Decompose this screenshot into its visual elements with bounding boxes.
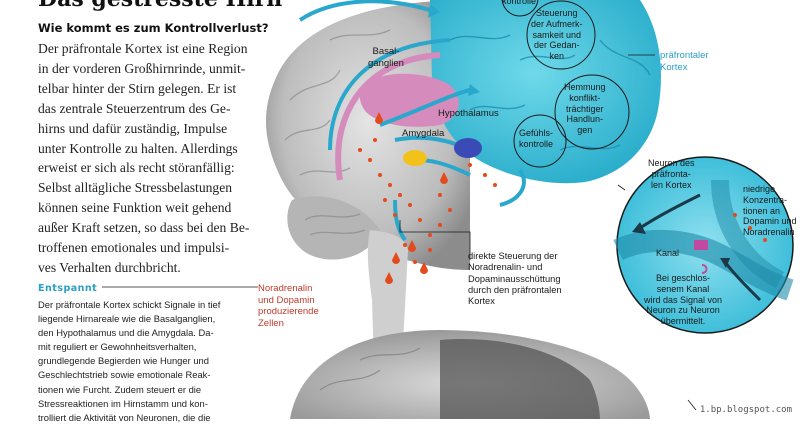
amygdala-shape bbox=[403, 150, 427, 166]
label-hypothalamus: Hypothalamus bbox=[438, 108, 499, 119]
label-kanal: Kanal bbox=[656, 248, 680, 258]
cerebellum bbox=[287, 196, 380, 260]
body-line: troffenen emotionales und impulsi- bbox=[38, 240, 230, 256]
watermark: 1.bp.blogspot.com bbox=[699, 405, 792, 415]
section-line: mit reguliert er Gewohnheitsverhalten, bbox=[38, 341, 197, 353]
body-line: ves Verhalten durchbricht. bbox=[38, 259, 181, 275]
label-praefrontaler-kortex: präfrontaler Kortex bbox=[660, 50, 709, 73]
section-line: Geschlechtstrieb sowie emotionale Reak- bbox=[38, 369, 211, 381]
body-line: außer Kraft setzen, so dass bei den Be- bbox=[38, 220, 250, 236]
label-noradrenalin-zellen: Noradrenalin und Dopamin produzierende Z… bbox=[258, 283, 319, 329]
body-line: Selbst alltägliche Stressbelastungen bbox=[38, 180, 233, 196]
label-hemmung: Hemmung konflikt- trächtiger Handlun- ge… bbox=[564, 82, 606, 136]
body-line: unter Kontrolle zu halten. Allerdings bbox=[38, 140, 238, 156]
section-line: Der präfrontale Kortex schickt Signale i… bbox=[38, 299, 221, 310]
circle-kontrolle-top bbox=[501, 0, 539, 17]
article-title: Das gestresste Hirn bbox=[38, 0, 282, 12]
body-line: können seine Funktion weit gehend bbox=[38, 200, 232, 216]
question-heading: Wie kommt es zum Kontrollverlust? bbox=[38, 21, 269, 35]
circle-hemmung bbox=[554, 74, 630, 150]
body-line: in der vorderen Großhirnrinde, unmit- bbox=[38, 60, 246, 76]
label-kontrolle-top: kontrolle bbox=[502, 0, 537, 6]
section-paragraph: Der präfrontale Kortex schickt Signale i… bbox=[38, 298, 263, 425]
section-line: liegende Hirnareale wie die Basalganglie… bbox=[38, 313, 216, 325]
section-line: grundlegende Begierden wie Hunger und bbox=[38, 355, 209, 367]
label-neuron: Neuron des präfronta- len Kortex bbox=[648, 158, 695, 190]
label-basalganglien: Basal- ganglien bbox=[368, 46, 404, 69]
section-line: Stressreaktionen im Hirnstamm und kon- bbox=[38, 397, 208, 409]
circle-gefuehl bbox=[513, 114, 567, 168]
section-line: trolliert die Aktivität von Neuronen, di… bbox=[38, 411, 211, 423]
circle-steuerung bbox=[526, 0, 596, 70]
label-direkte-steuerung: direkte Steuerung der Noradrenalin- und … bbox=[468, 251, 562, 307]
basal-ganglia-shape bbox=[359, 73, 459, 127]
body-line: erweist er sich als recht störanfällig: bbox=[38, 160, 235, 176]
label-geschlossener-kanal: Bei geschlos- senem Kanal wird das Signa… bbox=[644, 273, 723, 327]
neurotransmitter-dots bbox=[358, 138, 497, 264]
intro-paragraph: Der präfrontale Kortex ist eine Region i… bbox=[38, 39, 270, 278]
label-amygdala: Amygdala bbox=[402, 128, 445, 139]
section-heading: Entspannt bbox=[38, 283, 98, 294]
prefrontal-cortex-shape bbox=[430, 0, 661, 184]
body-line: das zentrale Steuerzentrum des Ge- bbox=[38, 100, 231, 116]
label-niedrige-konzentrationen: niedrige Konzentra- tionen an Dopamin un… bbox=[743, 184, 797, 238]
pink-arc bbox=[335, 52, 441, 181]
hypothalamus-shape bbox=[454, 138, 482, 158]
section-line: tionen wie Furcht. Zudem steuert er die bbox=[38, 383, 202, 395]
label-gefuehlskontrolle: Gefühls- kontrolle bbox=[519, 128, 554, 149]
body-line: telbar hinter der Stirn gelegen. Er ist bbox=[38, 80, 237, 96]
body-line: Der präfrontale Kortex ist eine Region bbox=[38, 41, 248, 56]
section-line: den Hypothalamus und die Amygdala. Da- bbox=[38, 327, 214, 339]
label-steuerung: Steuerung der Aufmerk- samkeit und der G… bbox=[531, 8, 583, 62]
body-line: hirns und dafür zuständig, Impulse bbox=[38, 120, 228, 136]
kanal-shape bbox=[694, 240, 708, 250]
